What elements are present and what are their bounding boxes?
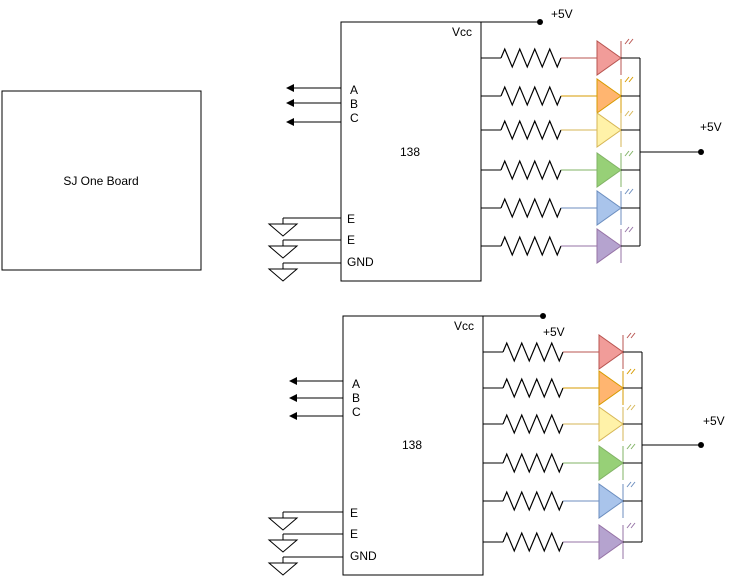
decoder-1-led-ray-a-1 <box>624 38 630 45</box>
decoder-1-led-supply-label: +5V <box>700 120 722 134</box>
decoder-2-enable-2: E <box>350 527 358 541</box>
decoder-1-ground-symbol-2 <box>267 245 299 259</box>
decoder-1-led-ray-b-3 <box>628 110 634 117</box>
decoder-2-resistor-2 <box>502 377 564 399</box>
decoder-2-led-supply-terminal <box>698 442 704 448</box>
decoder-2-led-5 <box>598 483 624 519</box>
decoder-2-input-b: B <box>352 391 360 405</box>
decoder-1-led-ray-a-6 <box>624 226 630 233</box>
decoder-2: Vcc +5V 138 A B C E E GND +5V <box>267 313 725 576</box>
decoder-1-led-4 <box>596 152 622 188</box>
decoder-1-led-5 <box>596 190 622 226</box>
decoder-1: Vcc +5V 138 A B C E E GND +5V <box>267 7 722 282</box>
decoder-1-led-ray-b-2 <box>628 76 634 83</box>
decoder-2-vcc-label: Vcc <box>454 319 474 333</box>
decoder-2-led-ray-a-3 <box>626 404 632 411</box>
sj-one-board: SJ One Board <box>1 90 202 271</box>
decoder-2-led-ray-a-4 <box>626 443 632 450</box>
decoder-2-chip <box>342 315 484 576</box>
decoder-2-led-1 <box>598 334 624 370</box>
decoder-1-enable-1: E <box>347 212 355 226</box>
decoder-2-led-ray-b-1 <box>630 332 636 339</box>
decoder-2-vcc-terminal <box>540 313 546 319</box>
decoder-1-led-1 <box>596 40 622 76</box>
decoder-2-enable-1: E <box>350 506 358 520</box>
decoder-1-ground-symbol-3 <box>267 268 299 282</box>
decoder-2-led-ray-b-3 <box>630 404 636 411</box>
decoder-2-led-3 <box>598 406 624 442</box>
decoder-1-resistor-3 <box>500 119 562 141</box>
decoder-2-ground-symbol-1 <box>267 517 299 531</box>
decoder-1-gnd-label: GND <box>347 255 374 269</box>
decoder-2-resistor-1 <box>502 341 564 363</box>
decoder-2-ground-symbol-3 <box>267 562 299 576</box>
decoder-1-led-supply-terminal <box>698 149 704 155</box>
decoder-1-vcc-terminal <box>537 19 543 25</box>
decoder-2-led-ray-a-1 <box>626 332 632 339</box>
decoder-2-led-4 <box>598 445 624 481</box>
decoder-2-input-a: A <box>352 377 360 391</box>
decoder-2-led-ray-b-2 <box>630 368 636 375</box>
decoder-2-led-ray-a-5 <box>626 481 632 488</box>
decoder-2-wiring <box>267 313 704 576</box>
decoder-2-led-ray-a-2 <box>626 368 632 375</box>
decoder-2-vcc-supply-label: +5V <box>543 325 565 339</box>
decoder-1-led-ray-b-4 <box>628 150 634 157</box>
decoder-1-led-6 <box>596 228 622 264</box>
decoder-1-input-c: C <box>350 111 359 125</box>
decoder-1-resistor-1 <box>500 47 562 69</box>
decoder-2-resistor-3 <box>502 413 564 435</box>
decoder-2-ground-symbol-2 <box>267 539 299 553</box>
decoder-1-led-ray-b-6 <box>628 226 634 233</box>
decoder-2-resistor-4 <box>502 452 564 474</box>
decoder-2-led-ray-b-4 <box>630 443 636 450</box>
decoder-1-resistor-4 <box>500 159 562 181</box>
decoder-2-resistor-6 <box>502 531 564 553</box>
decoder-2-gnd-label: GND <box>350 549 377 563</box>
decoder-2-led-2 <box>598 370 624 406</box>
decoder-1-led-ray-a-3 <box>624 110 630 117</box>
decoder-1-led-ray-a-5 <box>624 188 630 195</box>
decoder-1-vcc-label: Vcc <box>452 25 472 39</box>
decoder-1-led-3 <box>596 112 622 148</box>
decoder-1-led-2 <box>596 78 622 114</box>
decoder-2-led-ray-b-6 <box>630 522 636 529</box>
decoder-1-enable-2: E <box>347 233 355 247</box>
decoder-1-resistor-2 <box>500 85 562 107</box>
decoder-2-chip-label: 138 <box>402 438 422 452</box>
decoder-1-led-ray-a-2 <box>624 76 630 83</box>
decoder-1-chip-label: 138 <box>400 145 420 159</box>
decoder-1-resistor-6 <box>500 235 562 257</box>
decoder-1-led-ray-b-1 <box>628 38 634 45</box>
decoder-2-led-ray-b-5 <box>630 481 636 488</box>
decoder-2-led-supply-label: +5V <box>703 414 725 428</box>
decoder-1-led-ray-a-4 <box>624 150 630 157</box>
decoder-1-ground-symbol-1 <box>267 223 299 237</box>
decoder-1-chip <box>340 21 482 282</box>
decoder-2-input-c: C <box>352 405 361 419</box>
decoder-1-resistor-5 <box>500 197 562 219</box>
decoder-1-vcc-supply-label: +5V <box>551 7 573 21</box>
decoder-1-input-a: A <box>350 83 358 97</box>
decoder-2-led-6 <box>598 524 624 560</box>
decoder-2-resistor-5 <box>502 490 564 512</box>
decoder-1-led-ray-b-5 <box>628 188 634 195</box>
decoder-1-wiring <box>267 19 704 282</box>
decoder-2-led-ray-a-6 <box>626 522 632 529</box>
decoder-1-input-b: B <box>350 97 358 111</box>
board-label: SJ One Board <box>63 174 138 188</box>
